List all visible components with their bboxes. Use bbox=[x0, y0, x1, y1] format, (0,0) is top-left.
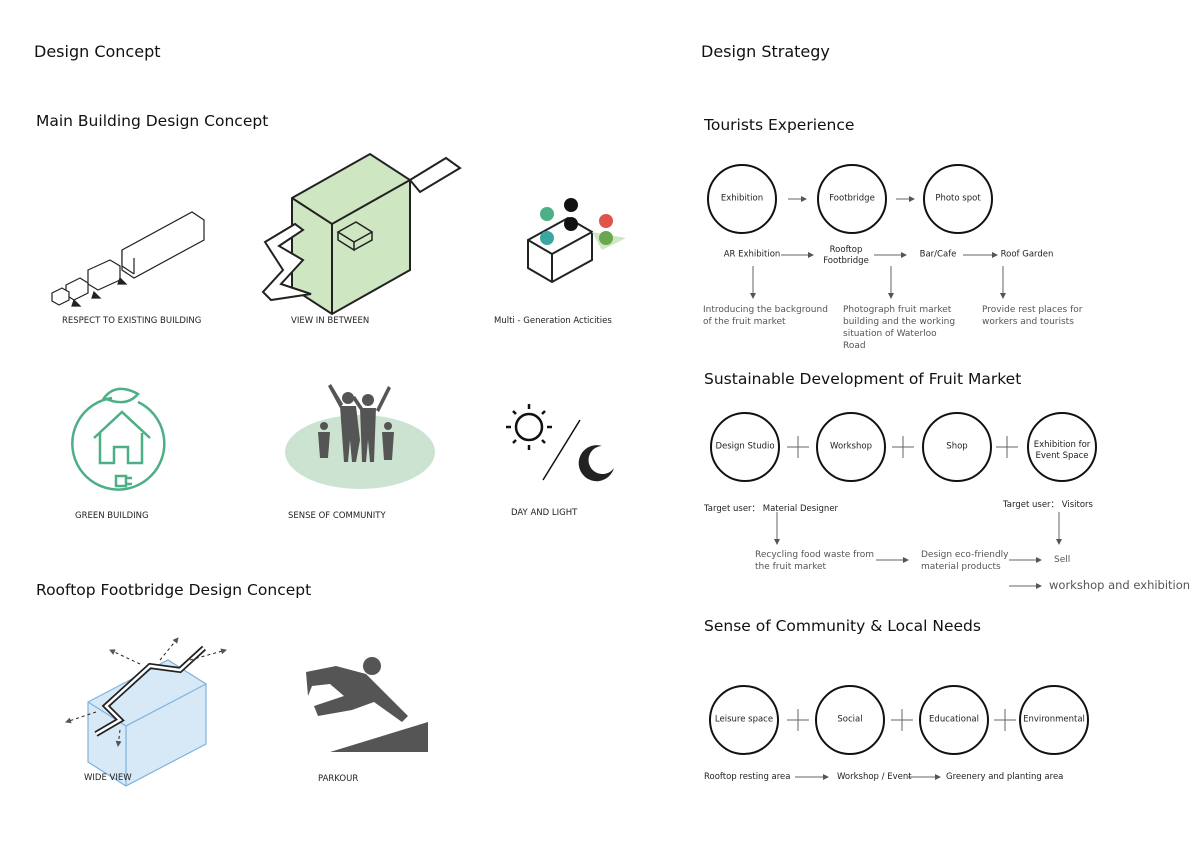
multi-generation-icon bbox=[527, 198, 626, 284]
note-background: Introducing the background of the fruit … bbox=[703, 305, 828, 328]
green-building-icon bbox=[71, 387, 166, 491]
label-view: VIEW IN BETWEEN bbox=[291, 316, 370, 326]
flow-recycling: Recycling food waste from the fruit mark… bbox=[755, 550, 875, 573]
wide-view-icon bbox=[65, 637, 227, 787]
flow-roof-garden: Roof Garden bbox=[1000, 249, 1054, 260]
sustainable-heading: Sustainable Development of Fruit Market bbox=[704, 370, 1022, 388]
flow-arrows bbox=[750, 196, 1062, 780]
label-day-light: DAY AND LIGHT bbox=[511, 508, 578, 518]
flow-bar-cafe: Bar/Cafe bbox=[919, 249, 957, 260]
flow-workshop-event: Workshop / Event bbox=[837, 772, 912, 782]
circle-social: Social bbox=[837, 714, 863, 725]
note-photograph: Photograph fruit market building and the… bbox=[843, 305, 956, 352]
label-wide-view: WIDE VIEW bbox=[84, 773, 132, 783]
target-user-visitors: Target user： Visitors bbox=[1003, 500, 1093, 510]
flow-greenery: Greenery and planting area bbox=[946, 772, 1064, 782]
label-multi-gen: Multi - Generation Acticities bbox=[494, 316, 612, 326]
circle-exhibition: Exhibition bbox=[720, 193, 764, 204]
right-title: Design Strategy bbox=[701, 42, 830, 61]
flow-sell: Sell bbox=[1054, 555, 1071, 565]
community-heading: Sense of Community & Local Needs bbox=[704, 617, 981, 635]
circle-photo-spot: Photo spot bbox=[935, 193, 981, 204]
sun-moon-icon bbox=[506, 404, 614, 482]
existing-building-icon bbox=[51, 211, 205, 307]
circle-environmental: Environmental bbox=[1023, 714, 1085, 725]
circle-leisure: Leisure space bbox=[714, 714, 774, 725]
flow-eco-products: Design eco-friendly material products bbox=[921, 550, 1009, 573]
rooftop-heading: Rooftop Footbridge Design Concept bbox=[36, 581, 312, 599]
circle-design-studio: Design Studio bbox=[715, 441, 775, 452]
view-in-between-icon bbox=[261, 152, 462, 316]
label-respect: RESPECT TO EXISTING BUILDING bbox=[62, 316, 202, 326]
circle-footbridge: Footbridge bbox=[829, 193, 875, 204]
tourists-heading: Tourists Experience bbox=[704, 116, 855, 134]
flow-ar-exhibition: AR Exhibition bbox=[723, 249, 781, 260]
community-icon bbox=[285, 384, 435, 489]
target-user-designer: Target user： Material Designer bbox=[704, 504, 839, 514]
left-title: Design Concept bbox=[34, 42, 161, 61]
flow-workshop-exhibition: workshop and exhibition bbox=[1049, 578, 1191, 592]
label-green: GREEN BUILDING bbox=[75, 511, 149, 521]
circle-shop: Shop bbox=[946, 441, 968, 452]
circle-workshop: Workshop bbox=[830, 441, 872, 452]
flow-rooftop-footbridge: Rooftop Footbridge bbox=[823, 244, 869, 266]
circle-exhibition-event: Exhibition for Event Space bbox=[1033, 439, 1091, 461]
parkour-icon bbox=[306, 657, 428, 752]
flow-rooftop-resting: Rooftop resting area bbox=[704, 772, 791, 782]
circle-educational: Educational bbox=[929, 714, 979, 725]
label-parkour: PARKOUR bbox=[318, 774, 359, 784]
note-rest: Provide rest places for workers and tour… bbox=[982, 305, 1083, 328]
main-building-heading: Main Building Design Concept bbox=[36, 112, 269, 130]
label-community: SENSE OF COMMUNITY bbox=[288, 511, 386, 521]
